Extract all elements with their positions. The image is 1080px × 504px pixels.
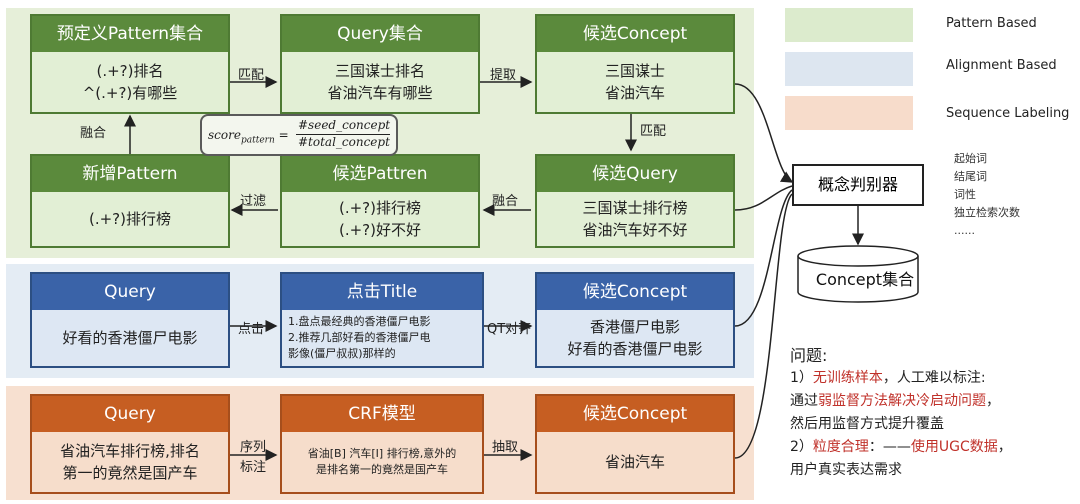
node-line: (.+?)排行榜 <box>338 199 421 217</box>
edge-label-extract: 抽取 <box>492 440 519 455</box>
node-line: 省油汽车 <box>604 84 665 102</box>
judge-features: 起始词 结尾词 词性 独立检索次数 ...... <box>954 150 1020 240</box>
concept-set-cylinder <box>797 245 919 303</box>
sequence-query-node: Query 省油汽车排行榜,排名 第一的竟然是国产车 <box>30 394 230 494</box>
new-pattern-node: 新增Pattern (.+?)排行榜 <box>30 154 230 248</box>
predefined-pattern-node: 预定义Pattern集合 (.+?)排名 ^(.+?)有哪些 <box>30 14 230 114</box>
feature-item: 词性 <box>954 188 976 201</box>
sequence-candidate-concept-node: 候选Concept 省油汽车 <box>535 394 735 494</box>
query-set-node: Query集合 三国谋士排名 省油汽车有哪些 <box>280 14 480 114</box>
node-line: 影像(僵尸叔叔)那样的 <box>288 347 396 360</box>
problem-line-1: 1）无训练样本，人工难以标注: <box>790 370 986 386</box>
candidate-query-node: 候选Query 三国谋士排行榜 省油汽车好不好 <box>535 154 735 248</box>
legend-swatch-alignment <box>785 52 913 86</box>
problem-line-4: 2）粒度合理：——使用UGC数据， <box>790 439 1012 455</box>
feature-item: 起始词 <box>954 152 987 165</box>
node-line: 好看的香港僵尸电影 <box>62 329 198 347</box>
edge-label-click: 点击 <box>238 322 265 337</box>
problems-title: 问题: <box>790 346 828 365</box>
alignment-query-node: Query 好看的香港僵尸电影 <box>30 272 230 368</box>
alignment-candidate-concept-node: 候选Concept 香港僵尸电影 好看的香港僵尸电影 <box>535 272 735 368</box>
node-line: 好看的香港僵尸电影 <box>567 340 703 358</box>
edge-label-seq-label: 标注 <box>240 460 267 475</box>
candidate-concept-node: 候选Concept 三国谋士 省油汽车 <box>535 14 735 114</box>
node-title: 新增Pattern <box>32 156 228 192</box>
node-line: 省油[B] 汽车[I] 排行榜,意外的 <box>307 447 457 460</box>
node-line: 1.盘点最经典的香港僵尸电影 <box>288 315 431 328</box>
formula-numerator: #seed_concept <box>298 118 391 132</box>
score-formula: scorepattern = #seed_concept #total_conc… <box>200 114 398 156</box>
node-line: 第一的竟然是国产车 <box>62 464 198 482</box>
node-title: 点击Title <box>282 274 482 310</box>
concept-set-label: Concept集合 <box>815 270 915 289</box>
problem-line-5: 用户真实表达需求 <box>790 462 902 478</box>
node-title: Query集合 <box>282 16 478 52</box>
node-title: 候选Concept <box>537 16 733 52</box>
concept-judge-box: 概念判别器 <box>792 164 924 206</box>
crf-model-node: CRF模型 省油[B] 汽车[I] 排行榜,意外的 是排名第一的竟然是国产车 <box>280 394 484 494</box>
legend-label-pattern: Pattern Based <box>946 16 1037 31</box>
node-line: 三国谋士排行榜 <box>582 199 688 217</box>
node-line: 省油汽车好不好 <box>582 221 688 239</box>
legend-label-alignment: Alignment Based <box>946 58 1057 73</box>
node-title: 候选Concept <box>537 396 733 432</box>
feature-item: 结尾词 <box>954 170 987 183</box>
node-title: Query <box>32 274 228 310</box>
node-line: (.+?)排名 <box>96 62 164 80</box>
edge-label-qt-align: QT对齐 <box>487 322 532 337</box>
node-line: 三国谋士 <box>604 62 665 80</box>
legend-swatch-pattern <box>785 8 913 42</box>
edge-label-fuse: 融合 <box>492 194 519 209</box>
edge-label-seq-label: 序列 <box>240 440 267 455</box>
problem-line-2: 通过弱监督方法解决冷启动问题， <box>790 393 1000 409</box>
click-title-node: 点击Title 1.盘点最经典的香港僵尸电影 2.推荐几部好看的香港僵尸电 影像… <box>280 272 484 368</box>
edge-label-fuse: 融合 <box>80 126 107 141</box>
formula-denominator: #total_concept <box>298 135 390 149</box>
node-line: 2.推荐几部好看的香港僵尸电 <box>288 331 431 344</box>
node-title: Query <box>32 396 228 432</box>
node-line: 省油汽车排行榜,排名 <box>60 442 200 460</box>
legend-label-sequence: Sequence Labeling <box>946 106 1070 121</box>
edge-label-filter: 过滤 <box>240 194 267 209</box>
node-title: CRF模型 <box>282 396 482 432</box>
edge-label-match: 匹配 <box>238 68 265 83</box>
node-line: 省油汽车有哪些 <box>327 84 433 102</box>
node-title: 预定义Pattern集合 <box>32 16 228 52</box>
formula-lhs: scorepattern = <box>208 128 289 146</box>
candidate-pattern-node: 候选Pattren (.+?)排行榜 (.+?)好不好 <box>280 154 480 248</box>
node-line: 是排名第一的竟然是国产车 <box>316 463 448 476</box>
edge-label-extract: 提取 <box>490 68 517 83</box>
edge-label-match: 匹配 <box>640 124 667 139</box>
problems-note: 问题: 1）无训练样本，人工难以标注: 通过弱监督方法解决冷启动问题， 然后用监… <box>790 344 1080 482</box>
node-line: ^(.+?)有哪些 <box>82 84 178 102</box>
problem-line-3: 然后用监督方式提升覆盖 <box>790 416 944 432</box>
feature-item: ...... <box>954 224 975 237</box>
node-title: 候选Concept <box>537 274 733 310</box>
feature-item: 独立检索次数 <box>954 206 1020 219</box>
node-line: 省油汽车 <box>604 453 665 471</box>
node-line: (.+?)排行榜 <box>88 210 171 228</box>
node-line: (.+?)好不好 <box>338 221 421 239</box>
node-title: 候选Query <box>537 156 733 192</box>
node-title: 候选Pattren <box>282 156 478 192</box>
legend-swatch-sequence <box>785 96 913 130</box>
node-line: 香港僵尸电影 <box>589 318 680 336</box>
node-line: 三国谋士排名 <box>334 62 425 80</box>
